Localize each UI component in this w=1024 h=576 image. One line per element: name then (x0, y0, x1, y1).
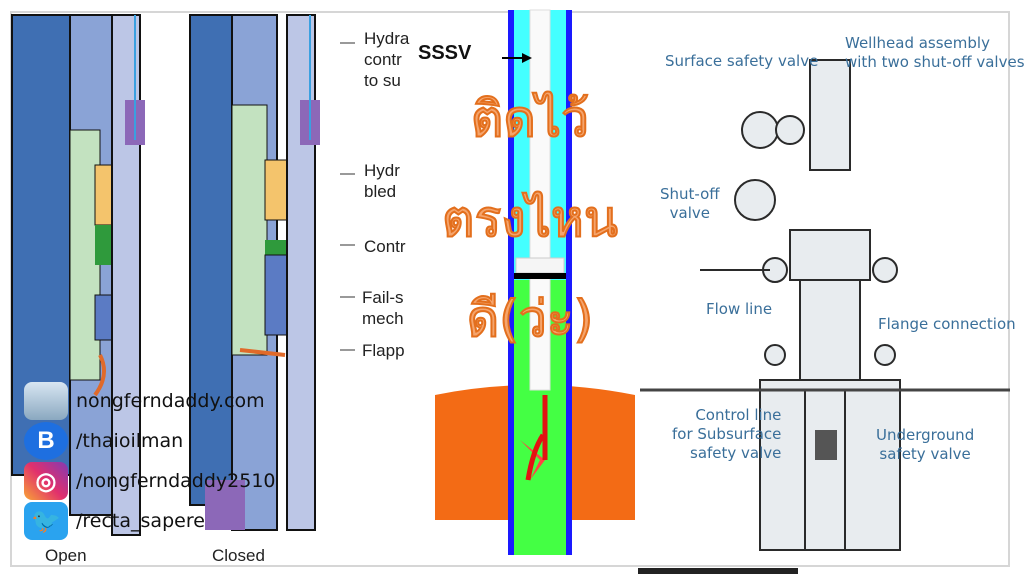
label-surface-safety-valve: Surface safety valve (665, 52, 819, 70)
instagram-icon: ◎ (24, 462, 68, 500)
label-flange-connection: Flange connection (878, 315, 1016, 333)
label-control-line: Control line for Subsurface safety valve (672, 406, 782, 462)
wellhead-diagram (640, 59, 1010, 551)
thai-overlay-line-3: ดี(ว่ะ) (466, 289, 594, 349)
social-links: nongferndaddy.com B /thaioilman ◎ /nongf… (24, 381, 276, 541)
social-website[interactable]: nongferndaddy.com (24, 381, 276, 421)
closed-valve-drawing (189, 14, 320, 531)
label-control: Contr (364, 237, 406, 256)
social-blockdit-text[interactable]: /thaioilman (76, 430, 184, 452)
caption-closed: Closed (212, 546, 265, 565)
website-icon (24, 382, 68, 420)
label-wellhead-assembly: Wellhead assembly with two shut-off valv… (845, 34, 1024, 71)
label-flapper: Flapp (362, 341, 405, 360)
thai-overlay-line-1: ติดไว้ (470, 89, 590, 149)
bottom-edge-bar (638, 568, 798, 574)
social-instagram[interactable]: ◎ /nongferndaddy2510 (24, 461, 276, 501)
label-underground-safety-valve: Underground safety valve (876, 426, 975, 463)
ssv-cross-section-diagram (11, 14, 355, 536)
blockdit-icon: B (24, 422, 68, 460)
social-twitter[interactable]: 🐦 /recta_sapere (24, 501, 276, 541)
caption-open: Open (45, 546, 87, 565)
social-instagram-text[interactable]: /nongferndaddy2510 (76, 470, 276, 492)
sssv-label: SSSV (418, 42, 472, 64)
thai-overlay-line-2: ตรงไหน (441, 189, 619, 249)
label-hydraulic-bled: Hydr bled (364, 161, 400, 201)
label-hydraulic-control-line: Hydra contr to su (364, 29, 410, 90)
well-tube-diagram (435, 9, 635, 555)
twitter-icon: 🐦 (24, 502, 68, 540)
label-flow-line: Flow line (706, 300, 773, 318)
label-shutoff-valve: Shut-off valve (660, 185, 720, 222)
social-blockdit[interactable]: B /thaioilman (24, 421, 276, 461)
social-website-text[interactable]: nongferndaddy.com (76, 390, 265, 412)
label-fail-safe-mechanism: Fail-s mech (362, 288, 404, 328)
social-twitter-text[interactable]: /recta_sapere (76, 510, 205, 532)
